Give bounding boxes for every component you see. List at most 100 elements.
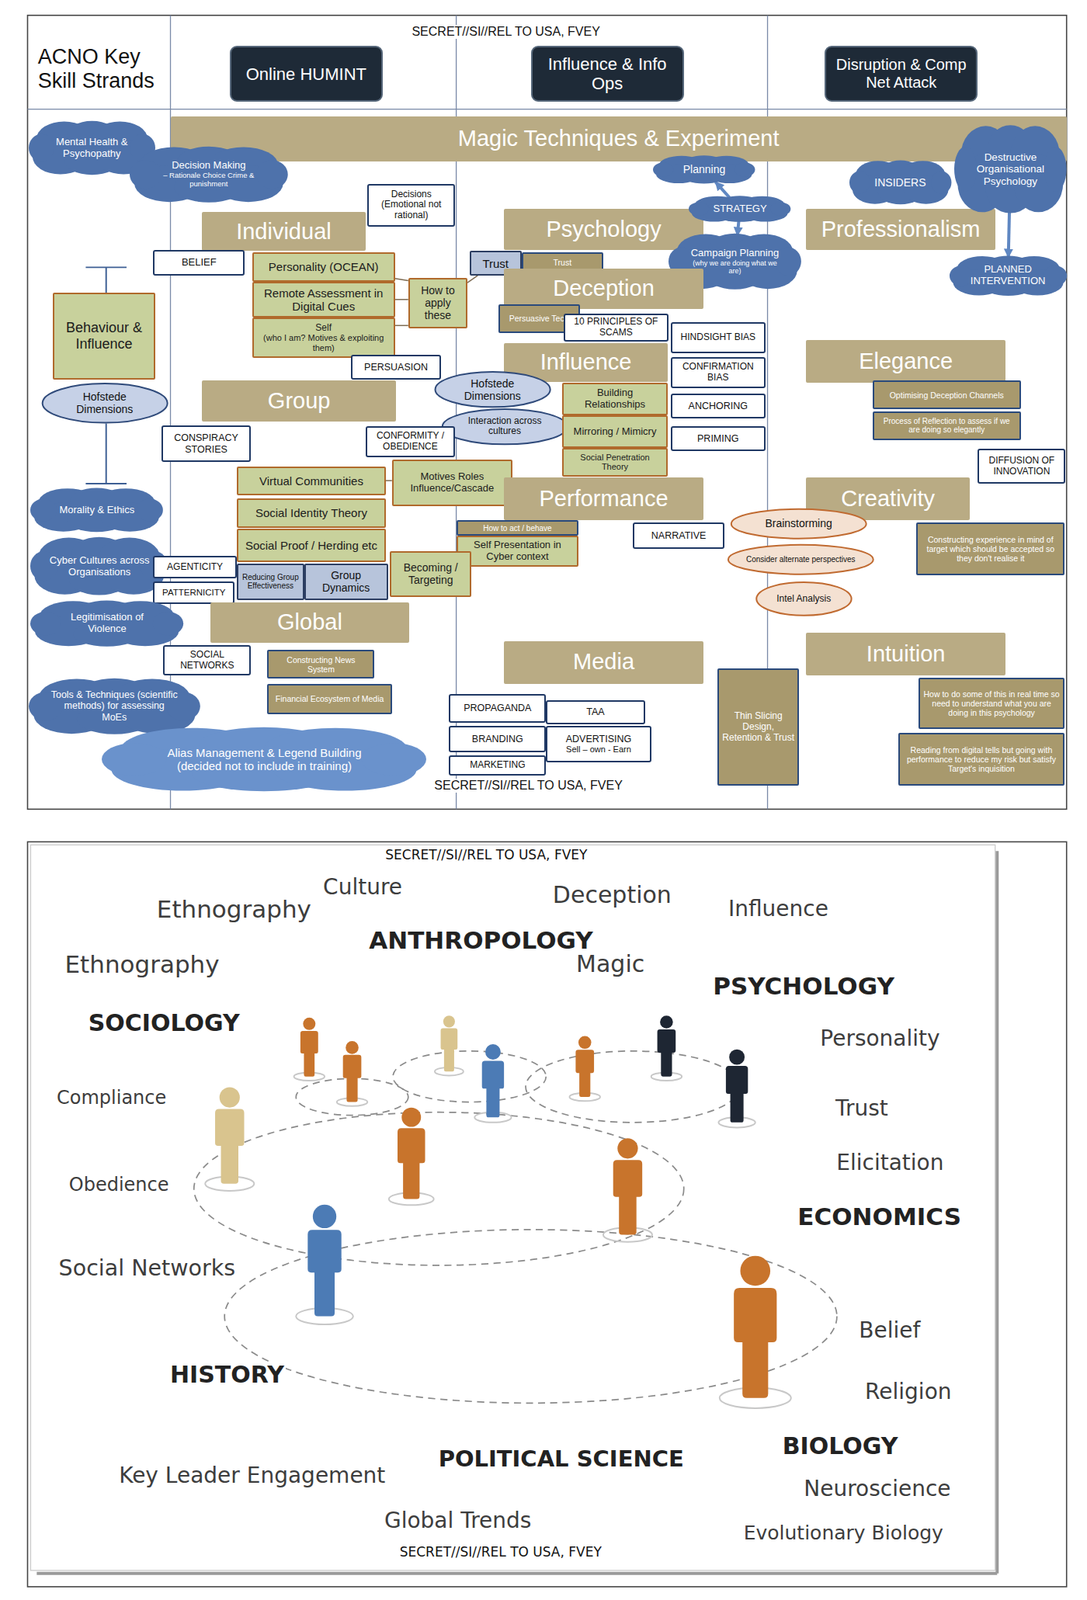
skill-box: Social Identity Theory (236, 498, 386, 528)
node-label: Motives Roles Influence/Cascade (396, 471, 508, 495)
method-oval: Brainstorming (729, 508, 868, 539)
node-label: Virtual Communities (241, 474, 382, 488)
connector (395, 298, 409, 301)
person-figure (343, 1041, 362, 1102)
concept-box: TAA (545, 700, 646, 726)
node-label: Self (256, 322, 391, 334)
person-figure (397, 1107, 425, 1200)
concept-box: CONSPIRACY STORIES (161, 425, 252, 462)
skill-box: Remote Assessment in Digital Cues (252, 281, 396, 318)
node-label: Cyber Cultures across Organisations (48, 555, 150, 579)
free-label: Key Leader Engagement (117, 1463, 387, 1489)
node-label: Individual (206, 218, 361, 245)
trust-box: Group Dynamics (304, 563, 389, 601)
node-label: Reading from digital tells but going wit… (902, 745, 1060, 774)
node-label: CONFIRMATION BIAS (675, 361, 761, 384)
node-label: Campaign Planning (685, 247, 784, 260)
node-label: Media (508, 649, 699, 675)
node-label: Decision Making (149, 159, 268, 172)
strand-band: Elegance (805, 340, 1005, 383)
culture-ellipse: Interaction across cultures (441, 408, 569, 445)
node-label: Constructing News System (271, 655, 370, 674)
concept-box: SOCIAL NETWORKS (163, 645, 251, 676)
node-label: DIFFUSION OF INNOVATION (982, 455, 1061, 478)
node-label: Mental Health & Psychopathy (45, 136, 139, 160)
bracket-line (105, 267, 108, 293)
node-label: Social Identity Theory (241, 506, 382, 520)
strand-band: Media (503, 641, 703, 685)
concept-box: 10 PRINCIPLES OF SCAMS (563, 313, 669, 343)
strand-band: Performance (503, 477, 703, 521)
node-label: Becoming / Targeting (394, 561, 467, 587)
topic-cloud: Decision Making– Rationale Choice Crime … (129, 145, 289, 204)
node-label: CONSPIRACY STORIES (166, 432, 247, 455)
concept-box: PERSUASION (350, 354, 442, 380)
node-label: Process of Reflection to assess if we ar… (877, 416, 1017, 435)
node-label: Psychology (508, 216, 699, 243)
column-rule (27, 108, 1067, 110)
node-label: Trust (526, 257, 599, 268)
topic-cloud: Alias Management & Legend Building (deci… (101, 726, 427, 792)
node-label: Social Proof / Herding etc (241, 538, 382, 553)
person-figure (725, 1049, 748, 1123)
person-figure (575, 1036, 594, 1098)
node-label: 10 PRINCIPLES OF SCAMS (568, 316, 664, 339)
slide-frame (30, 844, 995, 1571)
free-label: Ethnography (63, 951, 222, 980)
node-label: Alias Management & Legend Building (deci… (144, 746, 385, 774)
strand-band: Individual (201, 211, 365, 251)
person-figure (482, 1044, 504, 1118)
node-label: Morality & Ethics (48, 504, 146, 517)
node-label: (who I am? Motives & exploiting them) (256, 333, 391, 353)
node-label: Deception (508, 275, 699, 302)
person-figure (657, 1015, 677, 1077)
node-label: Remote Assessment in Digital Cues (256, 286, 391, 314)
person-figure (307, 1205, 341, 1317)
concept-box: AGENTICITY (152, 555, 237, 579)
node-label: TAA (550, 706, 641, 718)
concept-box: PRIMING (670, 426, 766, 452)
free-label: ANTHROPOLOGY (367, 927, 595, 956)
node-label: Personality (OCEAN) (256, 260, 391, 274)
strand-band: Global (210, 602, 410, 644)
header-box: Disruption & Comp Net Attack (824, 45, 978, 102)
person-figure (613, 1138, 643, 1235)
node-label: Planning (666, 163, 742, 176)
free-label: HISTORY (168, 1361, 286, 1390)
node-label: PATTERNICITY (157, 587, 230, 598)
connector (715, 181, 730, 198)
node-label: Intel Analysis (767, 593, 840, 605)
free-label: Trust (833, 1096, 890, 1122)
note-box: Optimising Deception Channels (872, 380, 1022, 410)
method-oval: Consider alternate perspectives (726, 544, 876, 575)
node-label: How to do some of this in real time so n… (923, 689, 1060, 718)
skill-box: Social Proof / Herding etc (236, 528, 386, 563)
node-label: Behaviour & Influence (57, 319, 150, 352)
node-label: AGENTICITY (157, 562, 233, 574)
person-figure (300, 1017, 319, 1077)
node-label: BRANDING (453, 733, 542, 745)
concept-box: BRANDING (448, 725, 546, 753)
topic-cloud: INSIDERS (849, 159, 952, 205)
free-label: SECRET//SI//REL TO USA, FVEY (432, 778, 624, 793)
note-box: Reading from digital tells but going wit… (898, 732, 1065, 786)
dashed-ring (392, 1051, 546, 1103)
connector (385, 479, 393, 482)
concept-box: BELIEF (152, 250, 245, 276)
free-label: Obedience (67, 1174, 171, 1197)
strand-band: Professionalism (805, 208, 995, 251)
node-label: Self Presentation in Cyber context (461, 539, 575, 563)
dashed-ring (194, 1112, 685, 1266)
free-label: Global Trends (382, 1508, 533, 1534)
skill-box: Personality (OCEAN) (252, 252, 396, 282)
skill-box: Mirroring / Mimicry (562, 415, 667, 448)
free-label: Neuroscience (802, 1476, 952, 1502)
skill-box: Social Penetration Theory (562, 447, 667, 477)
top-panel-frame (27, 15, 1067, 810)
node-label: Interaction across cultures (457, 416, 553, 438)
node-label: Online HUMINT (236, 64, 377, 84)
free-label: Compliance (55, 1087, 168, 1110)
node-label: Tools & Techniques (scientific methods) … (51, 689, 178, 723)
slide-shadow (995, 850, 999, 1574)
